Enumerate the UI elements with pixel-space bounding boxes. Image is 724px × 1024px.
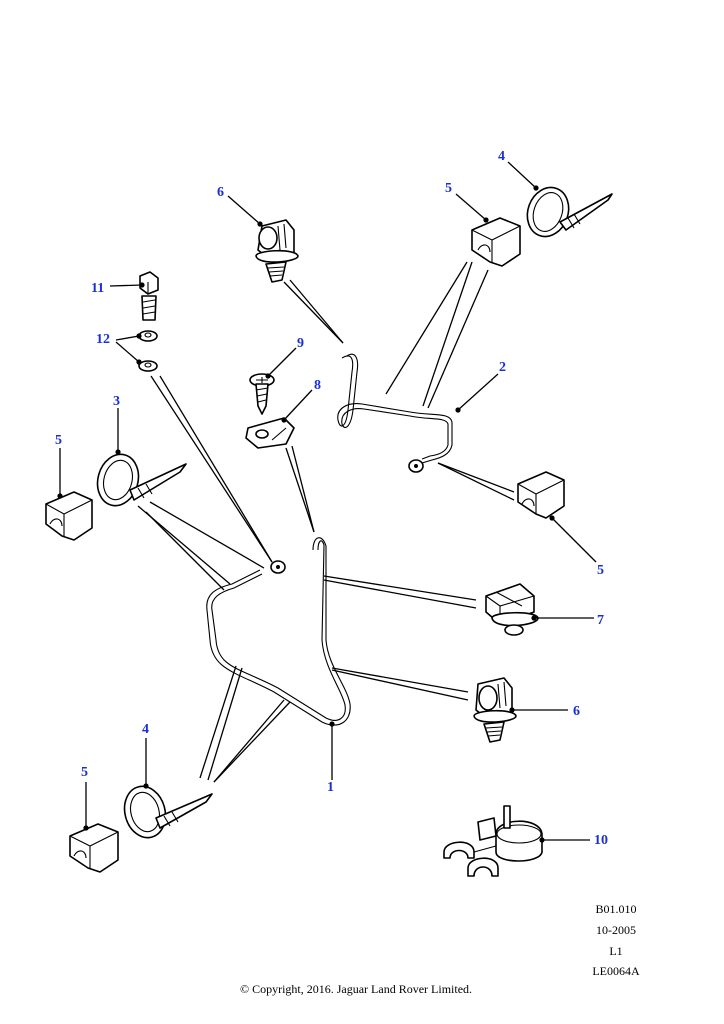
callout-2: 2 (499, 360, 506, 375)
callout-10: 10 (594, 833, 608, 848)
clip-6-bottom (473, 677, 517, 743)
cable-tie-3 (96, 453, 187, 507)
callout-5-left: 5 (55, 433, 62, 448)
callout-4-bottom: 4 (142, 722, 149, 737)
callout-5-top: 5 (445, 181, 452, 196)
leader-lines (137, 261, 515, 783)
harness-2 (337, 353, 461, 473)
clip-6-top (255, 219, 299, 283)
cable-tie-4-top (526, 186, 613, 238)
callout-12: 12 (96, 332, 110, 347)
clip-10 (443, 805, 543, 877)
callout-6-bottom: 6 (573, 704, 580, 719)
callout-5-right: 5 (597, 563, 604, 578)
ref-date: 10-2005 (596, 923, 636, 937)
callout-3: 3 (113, 394, 120, 409)
copyright-notice: © Copyright, 2016. Jaguar Land Rover Lim… (239, 982, 473, 996)
callout-5-bottom: 5 (81, 765, 88, 780)
screw-9 (249, 373, 275, 415)
clip-5-top (471, 217, 521, 267)
callout-leaders (57, 161, 597, 843)
clip-8 (245, 417, 295, 449)
ref-image-id: LE0064A (592, 964, 640, 978)
callout-6-top: 6 (217, 185, 224, 200)
washers-12 (138, 330, 158, 372)
clip-5-right (517, 471, 565, 519)
callout-1: 1 (327, 780, 334, 795)
bolt-11 (139, 271, 159, 321)
cable-tie-4-bottom (123, 785, 213, 839)
ref-level: L1 (609, 944, 623, 958)
clip-7 (485, 583, 539, 636)
ref-code: B01.010 (595, 902, 637, 916)
callout-8: 8 (314, 378, 321, 393)
callout-4-top: 4 (498, 149, 505, 164)
harness-1 (206, 537, 351, 726)
callout-7: 7 (597, 613, 604, 628)
callout-11: 11 (91, 281, 105, 296)
clip-5-left (45, 491, 93, 541)
clip-5-bottom (69, 823, 119, 873)
callout-9: 9 (297, 336, 304, 351)
